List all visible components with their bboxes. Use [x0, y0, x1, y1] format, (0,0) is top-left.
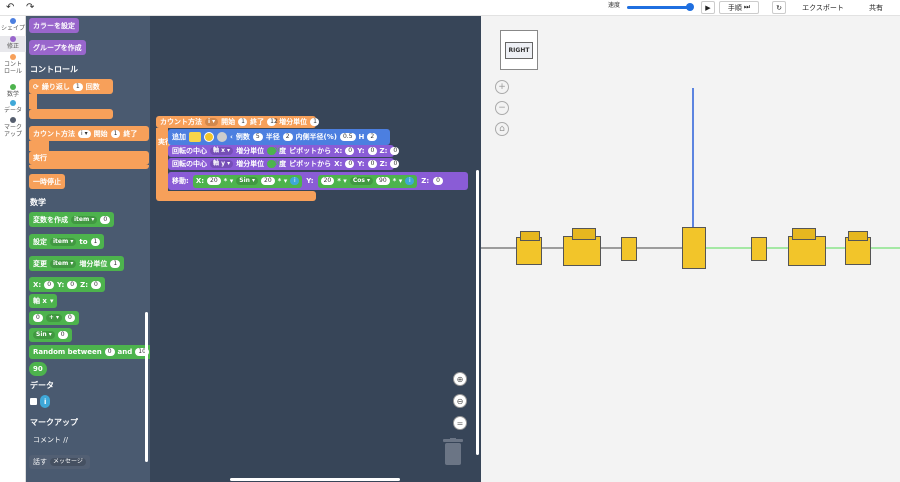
- shape-preview-icon: [189, 132, 201, 142]
- category-data[interactable]: データ: [0, 100, 26, 114]
- data-heading: データ: [30, 381, 54, 390]
- hole-toggle-icon[interactable]: [217, 132, 227, 142]
- scene-object: [848, 231, 868, 241]
- markup-heading: マークアップ: [30, 418, 78, 427]
- speed-slider-handle[interactable]: [686, 3, 694, 11]
- step-button[interactable]: 手順⏭: [719, 1, 759, 14]
- count-run: 実行: [29, 151, 149, 165]
- scene-object: [792, 228, 816, 240]
- category-dot-icon: [10, 36, 16, 42]
- redo-icon[interactable]: ↷: [26, 2, 35, 13]
- category-control[interactable]: コントロール: [0, 54, 26, 75]
- workspace-vertical-scrollbar[interactable]: [476, 170, 479, 455]
- viewer-home-icon[interactable]: ⌂: [495, 122, 509, 136]
- script-count-footer: [156, 191, 316, 201]
- category-sidebar: シェイプ 修正 コントロール 数学 データ マークアップ: [0, 16, 26, 482]
- scene-object: [845, 237, 871, 265]
- category-math[interactable]: 数学: [0, 84, 26, 98]
- export-button[interactable]: エクスポート: [793, 1, 853, 14]
- step-forward-icon: ⏭: [743, 3, 751, 11]
- workspace-horizontal-scrollbar[interactable]: [230, 478, 400, 481]
- block-comment[interactable]: コメント //: [29, 433, 72, 447]
- trash-icon[interactable]: [443, 438, 463, 466]
- scene-object: [788, 236, 826, 266]
- step-label: 手順: [727, 3, 742, 12]
- block-pause[interactable]: 一時停止: [29, 174, 65, 189]
- category-dot-icon: [10, 18, 16, 24]
- category-markup[interactable]: マークアップ: [0, 117, 26, 138]
- script-move-block[interactable]: 移動: X:20* ▾Sin ▾20* ▾i Y: 20* ▾Cos ▾90* …: [168, 172, 468, 190]
- category-dot-icon: [10, 117, 16, 123]
- scene-object: [563, 236, 601, 266]
- zoom-in-icon: ⊕: [456, 374, 464, 384]
- block-number[interactable]: 90: [29, 362, 47, 376]
- zoom-out-icon: ⊖: [456, 396, 464, 406]
- move-y-expression[interactable]: 20* ▾Cos ▾90* ▾i: [317, 174, 418, 188]
- speed-slider-track[interactable]: [627, 6, 691, 9]
- zoom-in-button[interactable]: ⊕: [453, 372, 467, 386]
- script-run-label: 実行: [156, 136, 172, 148]
- repeat-arm: [29, 94, 37, 109]
- play-button[interactable]: ▶: [701, 1, 715, 14]
- top-toolbar: ↶ ↷ 速度 ▶ 手順⏭ ↻ エクスポート 共有: [0, 0, 900, 16]
- scene-object: [682, 227, 706, 269]
- category-dot-icon: [10, 84, 16, 90]
- viewer-zoom-in-icon[interactable]: +: [495, 80, 509, 94]
- repeat-footer: [29, 109, 113, 119]
- viewer-zoom-out-icon[interactable]: −: [495, 101, 509, 115]
- scene-object: [516, 237, 542, 265]
- category-dot-icon: [10, 100, 16, 106]
- color-swatch-icon[interactable]: [204, 132, 214, 142]
- view-cube[interactable]: RIGHT: [500, 30, 538, 70]
- repeat-icon: ⟳: [33, 82, 39, 91]
- block-data-variable[interactable]: i: [40, 395, 51, 408]
- repeat-count-input[interactable]: 1: [72, 82, 83, 91]
- block-set-color[interactable]: カラーを設定: [29, 18, 79, 33]
- block-axis[interactable]: 軸 x ▾: [29, 294, 58, 308]
- share-button[interactable]: 共有: [858, 1, 894, 14]
- scene-object: [621, 237, 637, 261]
- undo-icon[interactable]: ↶: [6, 2, 15, 13]
- count-var-dropdown[interactable]: i ▾: [78, 129, 91, 138]
- speed-label: 速度: [608, 2, 621, 9]
- zoom-reset-button[interactable]: =: [453, 416, 467, 430]
- chevron-left-icon[interactable]: ‹: [230, 133, 233, 141]
- scene-object: [520, 231, 540, 241]
- block-create-group[interactable]: グループを作成: [29, 40, 86, 55]
- flyout-scrollbar[interactable]: [145, 312, 148, 462]
- count-footer: [29, 165, 149, 169]
- block-trig[interactable]: Sin ▾0: [29, 328, 72, 342]
- zoom-reset-icon: =: [456, 418, 464, 428]
- scene-object: [572, 228, 596, 240]
- block-arithmetic[interactable]: 0+ ▾0: [29, 311, 79, 325]
- zoom-out-button[interactable]: ⊖: [453, 394, 467, 408]
- reset-button[interactable]: ↻: [772, 1, 786, 14]
- reset-icon: ↻: [776, 3, 782, 12]
- category-shape[interactable]: シェイプ: [0, 18, 26, 32]
- category-modify[interactable]: 修正: [0, 36, 26, 52]
- control-heading: コントロール: [30, 65, 78, 74]
- block-workspace[interactable]: [150, 16, 481, 482]
- math-heading: 数学: [30, 198, 46, 207]
- data-checkbox[interactable]: [30, 398, 37, 405]
- count-arm: [29, 141, 49, 151]
- block-say[interactable]: 話すメッセージ: [29, 455, 90, 469]
- move-x-expression[interactable]: X:20* ▾Sin ▾20* ▾i: [192, 174, 303, 188]
- category-dot-icon: [10, 54, 16, 60]
- play-icon: ▶: [705, 3, 711, 12]
- scene-object: [751, 237, 767, 261]
